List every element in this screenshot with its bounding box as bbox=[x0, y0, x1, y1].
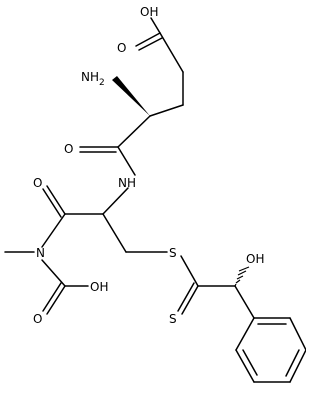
bond-cthione-s-b bbox=[177, 282, 195, 312]
label-acid-oh-top: OH bbox=[140, 5, 158, 19]
phenyl-ring bbox=[235, 317, 307, 383]
hashed-bond-mandel-oh bbox=[234, 266, 250, 287]
label-amide-o2: O bbox=[33, 176, 42, 190]
bond-oh-c1 bbox=[150, 17, 161, 34]
chemical-structure-diagram: OH O NH2 O NH O N OH O S S OH bbox=[4, 5, 307, 383]
bond-camide2-o-b bbox=[42, 188, 62, 218]
structure-canvas: OH O NH2 O NH O N OH O S S OH bbox=[4, 5, 307, 383]
label-amine-subscript: 2 bbox=[99, 78, 105, 88]
label-hydroxyl-oh: OH bbox=[246, 252, 264, 266]
bond-ccarb-o-a bbox=[46, 285, 66, 315]
bond-s-cthione bbox=[180, 255, 199, 287]
label-thioether-s: S bbox=[169, 246, 177, 260]
bond-c1-c2 bbox=[159, 32, 184, 73]
bond-camide2-o-a bbox=[46, 185, 66, 215]
bond-camide1-nh bbox=[117, 146, 136, 176]
bond-camide2-n bbox=[41, 213, 66, 248]
bond-c1-o-double-b bbox=[138, 37, 163, 51]
label-n-methyl: N bbox=[36, 246, 45, 260]
wedge-bond-alpha-amine bbox=[112, 76, 150, 116]
bond-nh-cyscalpha bbox=[102, 187, 129, 215]
label-amide-nh: NH bbox=[118, 176, 136, 190]
bond-cyscalpha-cbeta bbox=[102, 213, 127, 253]
bond-ccarb-o-b bbox=[42, 282, 62, 312]
label-carbamic-o: O bbox=[33, 312, 42, 326]
bond-c1-o-double-a bbox=[135, 32, 161, 47]
bond-cmandel-phenyl bbox=[234, 285, 255, 319]
bond-n-ccarb bbox=[41, 259, 66, 287]
label-carbamic-oh: OH bbox=[90, 280, 108, 294]
bond-cthione-s-a bbox=[181, 285, 199, 315]
label-amide-o1: O bbox=[64, 142, 73, 156]
label-amine: NH2 bbox=[81, 70, 105, 88]
label-acid-o-top: O bbox=[117, 41, 126, 55]
bond-calpha-camide1 bbox=[117, 115, 151, 148]
bond-c3-calpha bbox=[149, 104, 184, 117]
label-thione-s: S bbox=[169, 312, 177, 326]
